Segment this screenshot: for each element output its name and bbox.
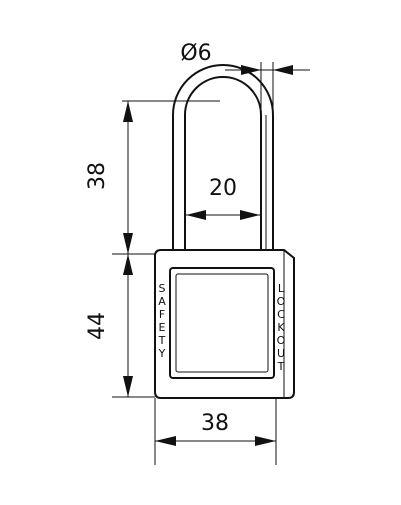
dimension-body-width: 38 xyxy=(154,398,277,465)
safety-letter: Y xyxy=(158,347,166,360)
padlock-shackle xyxy=(172,64,274,250)
safety-letter: S xyxy=(159,282,166,295)
dimension-shackle-height: 38 xyxy=(85,100,220,255)
safety-letter: A xyxy=(158,295,166,308)
dimension-body-height: 44 xyxy=(85,254,155,398)
shackle-diameter-label: Ø6 xyxy=(180,41,211,66)
safety-vertical-label: S A F E T Y xyxy=(158,282,167,360)
body-width-label: 38 xyxy=(201,411,229,436)
lockout-letter: T xyxy=(277,360,285,373)
padlock-body xyxy=(154,249,295,399)
safety-letter: F xyxy=(159,308,165,321)
shackle-inner-width-label: 20 xyxy=(209,176,237,201)
lockout-letter: C xyxy=(277,308,285,321)
dimension-shackle-inner-width: 20 xyxy=(186,176,260,220)
lockout-vertical-label: L O C K O U T xyxy=(277,282,286,373)
safety-letter: T xyxy=(158,334,166,347)
lockout-letter: K xyxy=(277,321,285,334)
lockout-letter: L xyxy=(278,282,285,295)
lockout-letter: O xyxy=(277,334,286,347)
safety-letter: E xyxy=(159,321,166,334)
shackle-height-label: 38 xyxy=(85,162,110,190)
lockout-letter: U xyxy=(277,347,285,360)
body-height-label: 44 xyxy=(85,312,110,340)
lockout-letter: O xyxy=(277,295,286,308)
dimension-shackle-diameter: Ø6 xyxy=(180,41,310,112)
